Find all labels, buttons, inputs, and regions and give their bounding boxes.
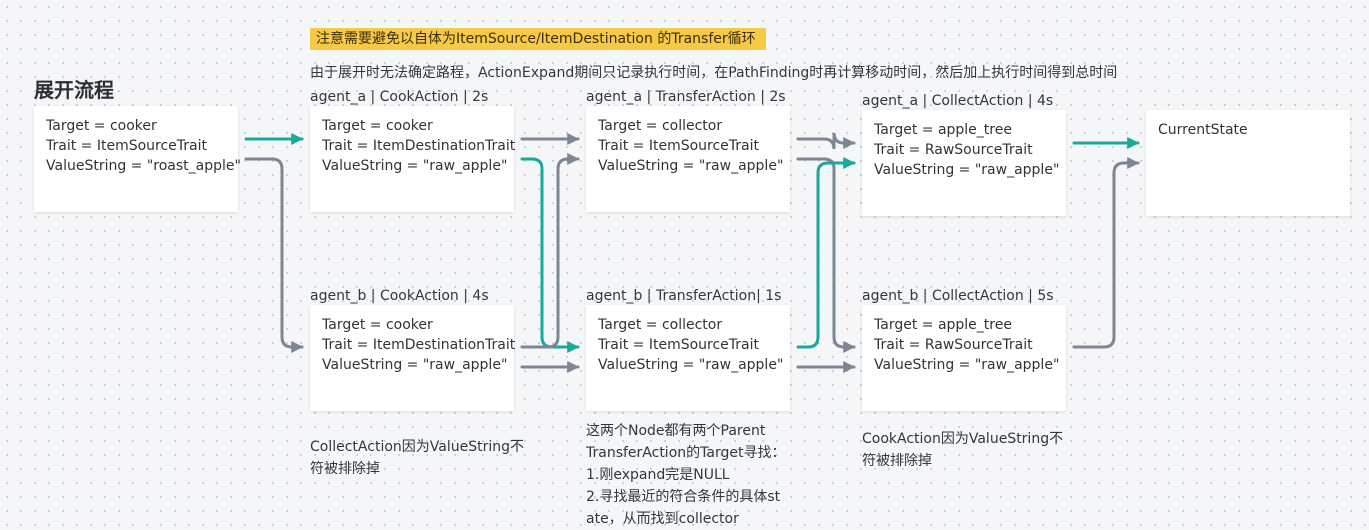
node-line: ValueString = "raw_apple": [874, 162, 1060, 178]
note-line: 2.寻找最近的符合条件的具体st: [586, 489, 781, 505]
goal-node[interactable]: Target = cooker Trait = ItemSourceTrait …: [34, 106, 241, 212]
node-line: ValueString = "raw_apple": [598, 357, 784, 373]
note-line: ate，从而找到collector: [586, 511, 739, 527]
note-cook-excluded: CollectAction因为ValueString不 符被排除掉: [310, 436, 524, 480]
agent-a-transfer-node[interactable]: Target = collector Trait = ItemSourceTra…: [586, 106, 790, 212]
note-line: CookAction因为ValueString不: [862, 431, 1064, 447]
node-line: Trait = ItemSourceTrait: [46, 138, 207, 154]
node-label-agent-b-transfer: agent_b | TransferAction| 1s: [586, 288, 782, 304]
node-label-agent-a-cook: agent_a | CookAction | 2s: [310, 89, 489, 105]
node-line: ValueString = "roast_apple": [46, 158, 241, 174]
node-line: ValueString = "raw_apple": [874, 357, 1060, 373]
node-line: Trait = ItemSourceTrait: [598, 138, 759, 154]
node-line: ValueString = "raw_apple": [598, 158, 784, 174]
node-line: Trait = ItemDestinationTrait: [322, 337, 516, 353]
node-line: Trait = RawSourceTrait: [874, 337, 1033, 353]
node-line: Trait = ItemDestinationTrait: [322, 138, 516, 154]
node-line: Target = apple_tree: [874, 317, 1012, 333]
node-line: Target = cooker: [322, 118, 433, 134]
note-transfer-parents: 这两个Node都有两个Parent TransferAction的Target寻…: [586, 420, 785, 530]
node-line: Target = collector: [598, 317, 723, 333]
edge-a_transfer-to-a_collect: [796, 132, 856, 150]
node-label-agent-b-cook: agent_b | CookAction | 4s: [310, 288, 489, 304]
note-line: 这两个Node都有两个Parent: [586, 423, 766, 439]
agent-a-cook-node[interactable]: Target = cooker Trait = ItemDestinationT…: [310, 106, 516, 212]
node-line: Target = cooker: [322, 317, 433, 333]
warning-banner: 注意需要避免以自体为ItemSource/ItemDestination 的Tr…: [310, 28, 766, 50]
node-line: CurrentState: [1158, 122, 1248, 138]
edge-b_collect-to-current: [1072, 157, 1140, 349]
note-line: 符被排除掉: [310, 461, 380, 477]
current-state-node[interactable]: CurrentState: [1146, 110, 1350, 216]
edge-goal-to-b_cook: [244, 157, 304, 353]
node-line: ValueString = "raw_apple": [322, 158, 508, 174]
agent-b-collect-node[interactable]: Target = apple_tree Trait = RawSourceTra…: [862, 305, 1066, 411]
node-label-agent-a-collect: agent_a | CollectAction | 4s: [862, 93, 1054, 109]
agent-b-cook-node[interactable]: Target = cooker Trait = ItemDestinationT…: [310, 305, 516, 411]
node-label-agent-a-transfer: agent_a | TransferAction | 2s: [586, 89, 786, 105]
note-line: 1.刚expand完是NULL: [586, 467, 730, 483]
edge-a_transfer-to-b_collect: [796, 157, 856, 353]
node-line: Target = apple_tree: [874, 122, 1012, 138]
note-line: CollectAction因为ValueString不: [310, 439, 524, 455]
note-line: TransferAction的Target寻找：: [586, 445, 786, 461]
edge-b_cook-to-a_transfer: [520, 153, 580, 349]
node-line: Target = cooker: [46, 118, 157, 134]
node-line: Target = collector: [598, 118, 723, 134]
flow-description: 由于展开时无法确定路程，ActionExpand期间只记录执行时间，在PathF…: [310, 65, 1118, 81]
edge-b_transfer-to-a_collect: [796, 157, 856, 349]
edge-a_cook-to-b_transfer: [520, 157, 580, 353]
note-line: 符被排除掉: [862, 453, 932, 469]
node-line: ValueString = "raw_apple": [322, 357, 508, 373]
node-line: Trait = ItemSourceTrait: [598, 337, 759, 353]
agent-b-transfer-node[interactable]: Target = collector Trait = ItemSourceTra…: [586, 305, 790, 411]
note-collect-excluded: CookAction因为ValueString不 符被排除掉: [862, 428, 1063, 472]
agent-a-collect-node[interactable]: Target = apple_tree Trait = RawSourceTra…: [862, 110, 1066, 216]
node-label-agent-b-collect: agent_b | CollectAction | 5s: [862, 288, 1054, 304]
page-title: 展开流程: [34, 78, 114, 102]
node-line: Trait = RawSourceTrait: [874, 142, 1033, 158]
